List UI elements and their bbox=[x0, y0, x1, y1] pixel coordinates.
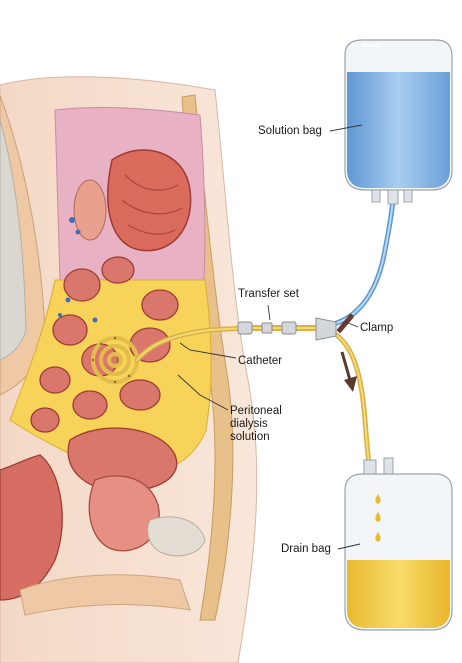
label-clamp: Clamp bbox=[360, 322, 394, 334]
solution-bag bbox=[344, 39, 453, 205]
label-peritoneal-line3: solution bbox=[230, 431, 270, 443]
body-cross-section bbox=[0, 76, 258, 663]
transfer-set-connectors bbox=[237, 317, 337, 341]
stomach bbox=[107, 149, 192, 252]
small-organ bbox=[73, 179, 107, 241]
stomach-folds bbox=[121, 174, 183, 235]
flow-arrow bbox=[340, 351, 357, 392]
drain-drops bbox=[375, 494, 381, 542]
solution-bag-fluid bbox=[347, 72, 450, 188]
label-peritoneal-dialysis-solution: Peritoneal dialysis solution bbox=[230, 405, 282, 444]
drain-bag-fluid bbox=[347, 560, 450, 628]
label-catheter: Catheter bbox=[238, 355, 283, 367]
spine-column bbox=[0, 119, 27, 361]
leader-lines bbox=[177, 124, 363, 550]
label-drain-bag: Drain bag bbox=[281, 543, 331, 555]
label-peritoneal-line1: Peritoneal bbox=[230, 405, 282, 417]
label-transfer-set: Transfer set bbox=[238, 288, 299, 300]
pelvic-floor bbox=[19, 574, 191, 616]
drain-bag bbox=[344, 457, 453, 631]
uterus bbox=[88, 475, 160, 552]
pubic-bone bbox=[147, 516, 206, 557]
label-peritoneal-line2: dialysis bbox=[230, 418, 268, 430]
blood-vessels bbox=[58, 217, 98, 323]
bladder bbox=[67, 427, 178, 492]
label-solution-bag: Solution bag bbox=[258, 125, 322, 137]
clamp[interactable] bbox=[336, 313, 354, 333]
